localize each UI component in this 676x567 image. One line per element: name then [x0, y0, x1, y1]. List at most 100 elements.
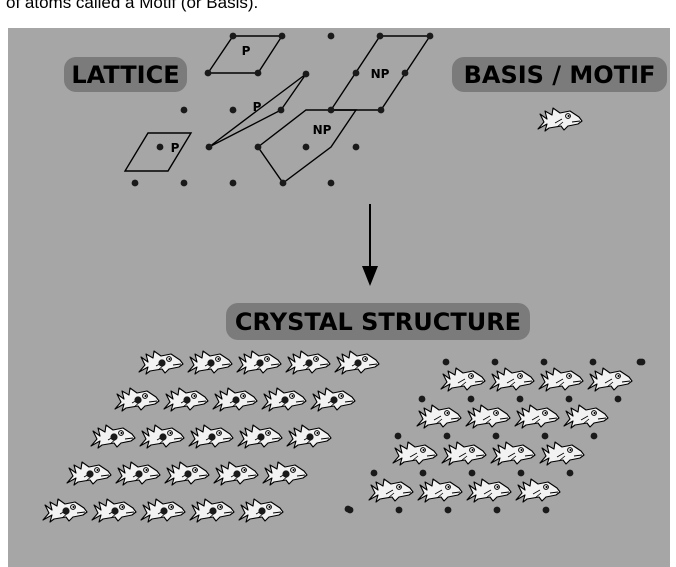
lattice-point [279, 179, 287, 187]
basis-title: BASIS / MOTIF [452, 57, 667, 92]
primitive-cell-left [123, 132, 193, 172]
crystal-fish-icon [514, 404, 560, 429]
crystal-fish-icon [515, 478, 561, 503]
non-primitive-cell-middle [257, 109, 358, 184]
crystal-title: CRYSTAL STRUCTURE [226, 303, 530, 340]
crystal-fish-icon [538, 367, 584, 392]
lattice-point [180, 106, 188, 114]
crystal-lattice-point [111, 507, 119, 515]
cell-label-p-middle: P [253, 100, 262, 114]
crystal-lattice-point [258, 507, 266, 515]
crystal-lattice-point [492, 432, 500, 440]
crystal-lattice-point [305, 359, 313, 367]
lattice-point [376, 32, 384, 40]
crystal-with-offset-motif [344, 358, 646, 514]
lattice-point [426, 32, 434, 40]
lattice-point [204, 69, 212, 77]
lattice-point [278, 32, 286, 40]
lattice-point [302, 70, 310, 78]
lattice-point [254, 69, 262, 77]
crystal-lattice-point [394, 432, 402, 440]
crystal-fish-icon [465, 404, 511, 429]
crystal-lattice-point [566, 469, 574, 477]
crystal-lattice-point [184, 470, 192, 478]
crystal-fish-icon [587, 367, 633, 392]
crystal-lattice-point [354, 359, 362, 367]
cell-label-p-left: P [171, 141, 180, 155]
crystal-lattice-point [344, 505, 352, 513]
crystal-lattice-point [443, 432, 451, 440]
lattice-point [180, 179, 188, 187]
crystal-lattice-point [256, 359, 264, 367]
crystal-lattice-point [233, 470, 241, 478]
crystal-fish-icon [392, 441, 438, 466]
crystal-lattice-point [540, 358, 548, 366]
motif-fish-icon [537, 107, 583, 132]
lattice-point [401, 69, 409, 77]
crystal-lattice-point [614, 395, 622, 403]
crystal-lattice-point [589, 358, 597, 366]
lattice-point [131, 179, 139, 187]
crystal-lattice-point [134, 396, 142, 404]
crystal-lattice-point [160, 507, 168, 515]
lattice-point [352, 69, 360, 77]
crystal-lattice-point [281, 396, 289, 404]
crystal-lattice-point [516, 395, 524, 403]
crystal-fish-icon [368, 478, 414, 503]
crystal-lattice-point [159, 433, 167, 441]
crystal-lattice-point [135, 470, 143, 478]
basis-title-text: BASIS / MOTIF [464, 61, 656, 89]
crystal-lattice-point [282, 470, 290, 478]
crystal-lattice-point [370, 469, 378, 477]
cell-label-p-top: P [242, 44, 251, 58]
crystal-fish-icon [440, 367, 486, 392]
lattice-cell-labels: P P P NP NP [171, 44, 390, 155]
crystal-fish-icon [417, 478, 463, 503]
crystal-fish-icon [490, 441, 536, 466]
crystal-lattice-point [395, 506, 403, 514]
lattice-point [229, 106, 237, 114]
crystal-with-lattice-points [42, 350, 380, 523]
lattice-point [377, 106, 385, 114]
crystal-lattice-point [257, 433, 265, 441]
crystal-lattice-point [418, 395, 426, 403]
crystal-lattice-point [208, 433, 216, 441]
crystal-lattice-point [493, 506, 501, 514]
crystal-fish-icon [441, 441, 487, 466]
crystal-lattice-point [232, 396, 240, 404]
lattice-point [302, 143, 310, 151]
lattice-point [277, 106, 285, 114]
cell-label-np-top: NP [371, 67, 390, 81]
lattice-title: LATTICE [64, 57, 187, 92]
lattice-point [156, 143, 164, 151]
crystal-lattice-point [565, 395, 573, 403]
crystal-lattice-point [636, 358, 644, 366]
crystal-lattice-point [207, 359, 215, 367]
crystal-lattice-point [110, 433, 118, 441]
lattice-point [352, 143, 360, 151]
lattice-point [254, 143, 262, 151]
crystal-lattice-point [209, 507, 217, 515]
lattice-point [205, 143, 213, 151]
crystal-lattice-point [542, 506, 550, 514]
lattice-point [229, 179, 237, 187]
crystal-lattice-point [590, 432, 598, 440]
crystal-lattice-point [467, 395, 475, 403]
crystal-lattice-point [306, 433, 314, 441]
lattice-point [327, 179, 335, 187]
crystal-lattice-point [442, 358, 450, 366]
crystal-fish-icon [539, 441, 585, 466]
lattice-points [131, 32, 434, 187]
crystal-fish-icon [416, 404, 462, 429]
crystal-lattice-point [517, 469, 525, 477]
crystal-lattice-point [491, 358, 499, 366]
down-arrow-icon [362, 204, 378, 286]
crystal-lattice-point [62, 507, 70, 515]
lattice-point [327, 32, 335, 40]
lattice-point [229, 32, 237, 40]
crystal-fish-icon [563, 404, 609, 429]
cell-label-np-middle: NP [313, 123, 332, 137]
lattice-point [327, 106, 335, 114]
crystal-lattice-point [183, 396, 191, 404]
